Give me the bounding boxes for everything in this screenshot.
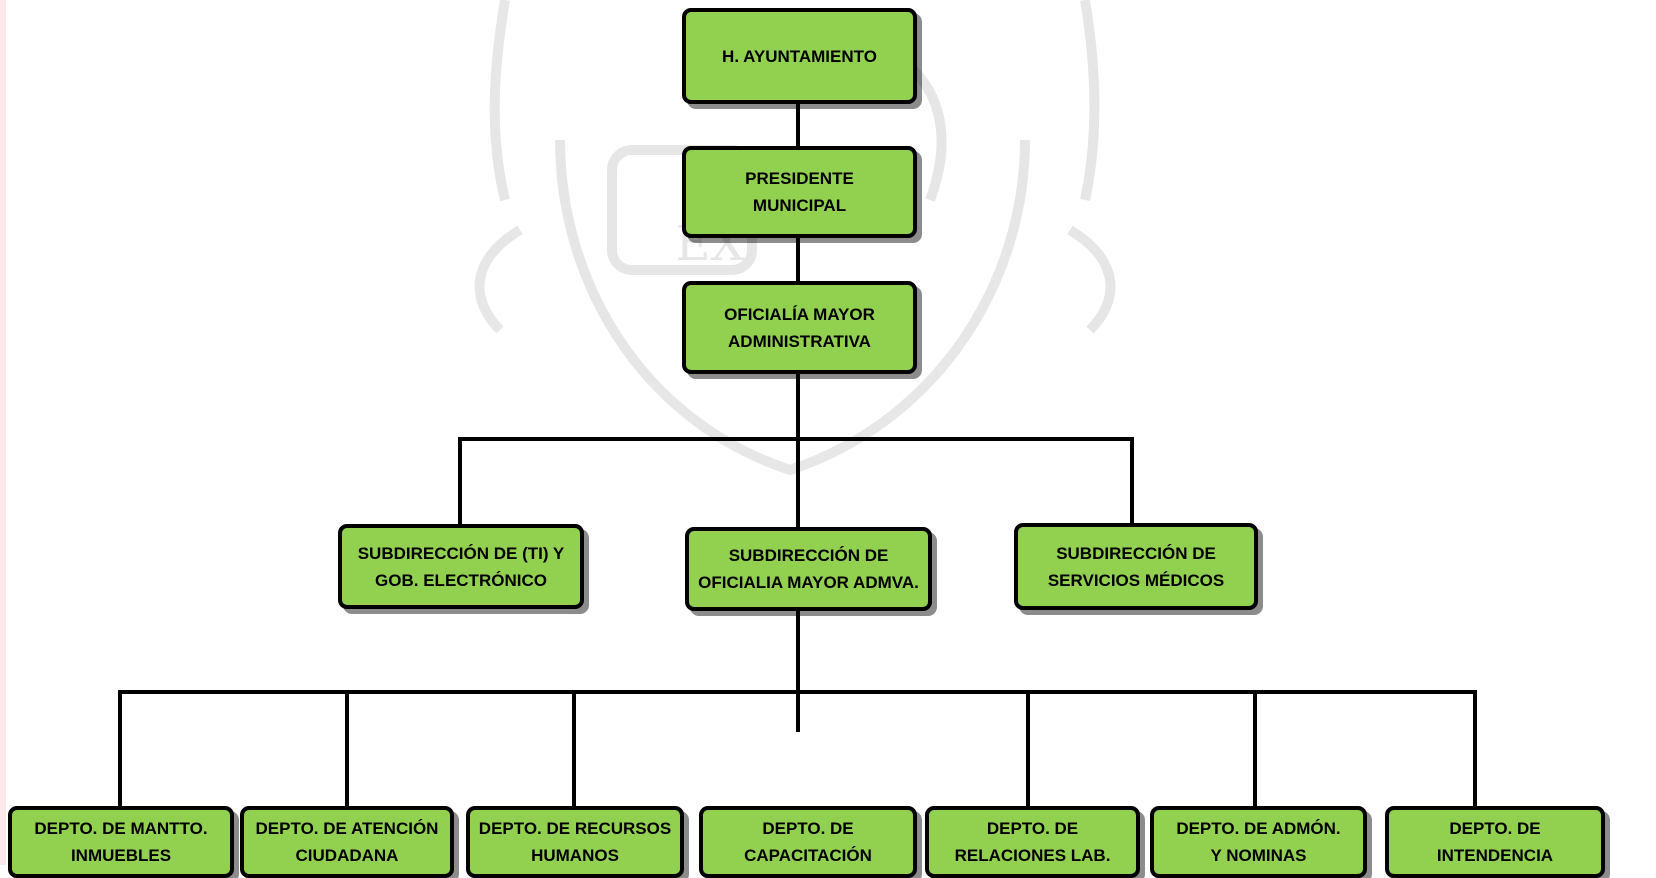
node-depto-mantto: DEPTO. DE MANTTO. INMUEBLES: [8, 806, 234, 878]
node-label-line1: DEPTO. DE ADMÓN.: [1176, 819, 1341, 838]
node-subdireccion-ti: SUBDIRECCIÓN DE (TI) Y GOB. ELECTRÓNICO: [338, 524, 584, 609]
node-label-line2: CAPACITACIÓN: [744, 846, 872, 865]
node-label-line1: SUBDIRECCIÓN DE (TI) Y: [357, 543, 565, 563]
node-label-line2: OFICIALIA MAYOR ADMVA.: [698, 573, 919, 592]
left-edge-strip: [0, 0, 6, 865]
node-label-line1: DEPTO. DE: [1449, 819, 1541, 838]
node-label-line1: DEPTO. DE: [762, 819, 854, 838]
node-subdireccion-oficialia: SUBDIRECCIÓN DE OFICIALIA MAYOR ADMVA.: [685, 527, 932, 611]
node-label-line2: RELACIONES LAB.: [954, 846, 1111, 865]
node-presidente-municipal: PRESIDENTE MUNICIPAL: [682, 146, 917, 238]
node-label-line2: CIUDADANA: [295, 846, 399, 865]
node-label: H. AYUNTAMIENTO: [722, 46, 877, 66]
node-depto-intendencia: DEPTO. DE INTENDENCIA: [1385, 806, 1605, 878]
node-label-line1: DEPTO. DE MANTTO.: [34, 819, 208, 838]
node-depto-recursos: DEPTO. DE RECURSOS HUMANOS: [466, 806, 684, 878]
node-label-line1: SUBDIRECCIÓN DE: [728, 546, 889, 565]
node-label-line2: GOB. ELECTRÓNICO: [375, 570, 547, 590]
node-label-line2: SERVICIOS MÉDICOS: [1047, 570, 1225, 590]
node-label-line2: MUNICIPAL: [752, 196, 847, 215]
node-label-line2: INMUEBLES: [70, 846, 172, 865]
node-depto-admon: DEPTO. DE ADMÓN. Y NOMINAS: [1150, 806, 1367, 878]
node-label-line2: Y NOMINAS: [1210, 846, 1307, 865]
node-oficialia-mayor-administrativa: OFICIALÍA MAYOR ADMINISTRATIVA: [682, 281, 917, 374]
node-label-line2: ADMINISTRATIVA: [728, 331, 871, 351]
node-subdireccion-medicos: SUBDIRECCIÓN DE SERVICIOS MÉDICOS: [1014, 523, 1258, 610]
node-ayuntamiento: H. AYUNTAMIENTO: [682, 8, 917, 104]
node-label-line2: HUMANOS: [531, 846, 619, 865]
node-depto-atencion: DEPTO. DE ATENCIÓN CIUDADANA: [240, 806, 454, 878]
node-label-line1: OFICIALÍA MAYOR: [724, 304, 875, 324]
node-label-line1: DEPTO. DE ATENCIÓN: [255, 819, 439, 838]
node-depto-capacitacion: DEPTO. DE CAPACITACIÓN: [699, 806, 917, 878]
node-label-line1: PRESIDENTE: [745, 169, 854, 188]
node-label-line1: DEPTO. DE: [986, 819, 1079, 838]
node-label-line1: SUBDIRECCIÓN DE: [1056, 543, 1216, 563]
node-depto-relaciones: DEPTO. DE RELACIONES LAB.: [925, 806, 1140, 878]
node-label-line1: DEPTO. DE RECURSOS: [478, 819, 672, 838]
node-label-line2: INTENDENCIA: [1436, 846, 1554, 865]
